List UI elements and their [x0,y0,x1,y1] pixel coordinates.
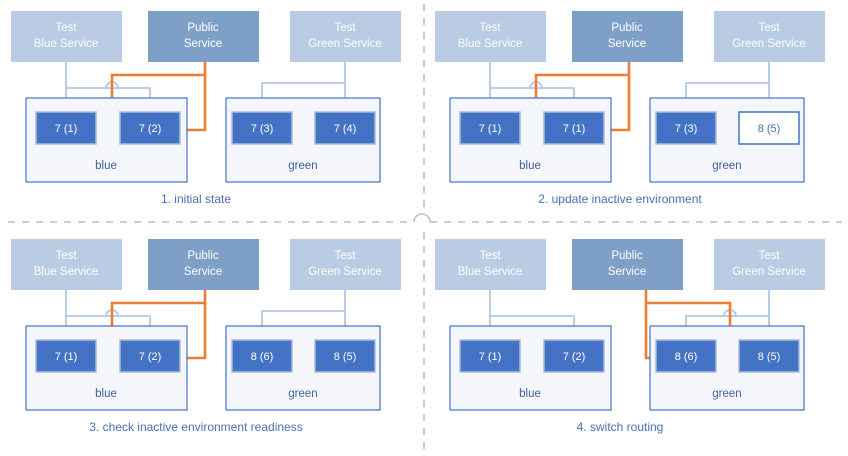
service-label-line2: Service [184,38,222,50]
panel-caption: 2. update inactive environment [538,192,702,206]
panel-divider-horizontal [8,213,842,223]
instance-blue-0: 7 (1) [459,339,521,373]
environment-label-green: green [288,160,317,172]
instance-blue-0: 7 (1) [35,339,97,373]
service-public[interactable]: Public Service [572,11,683,62]
service-public[interactable]: Public Service [148,239,259,290]
service-test-green[interactable]: Test Green Service [714,239,825,290]
panel-4: blue 7 (1) 7 (2) green 8 (6) 8 (5) [435,239,825,434]
service-label-line2: Blue Service [458,266,523,278]
instance-green-0: 7 (3) [655,111,717,145]
panel-1: blue 7 (1) 7 (2) green 7 (3) 7 (4) [11,11,401,206]
service-label-line1: Test [758,22,780,34]
instance-label: 7 (1) [55,123,78,135]
service-test-green[interactable]: Test Green Service [290,11,401,62]
environment-label-blue: blue [95,388,117,400]
service-label-line1: Test [334,22,356,34]
service-label-line2: Green Service [308,38,382,50]
instance-label: 7 (2) [139,351,162,363]
service-label-line1: Test [758,250,780,262]
instance-blue-1: 7 (1) [543,111,605,145]
service-public[interactable]: Public Service [572,239,683,290]
service-label-line1: Public [611,22,643,34]
service-label-line1: Test [479,250,501,262]
panel-caption: 3. check inactive environment readiness [89,420,302,434]
service-label-line2: Service [184,266,222,278]
instance-label: 7 (3) [675,123,698,135]
service-label-line1: Public [611,250,643,262]
instance-label: 7 (4) [334,123,357,135]
instance-green-0: 8 (6) [231,339,293,373]
service-label-line1: Test [55,22,77,34]
environment-label-blue: blue [519,160,541,172]
panel-3: blue 7 (1) 7 (2) green 8 (6) 8 (5) [11,239,401,434]
instance-green-1: 7 (4) [314,111,376,145]
instance-blue-1: 7 (2) [543,339,605,373]
instance-label: 7 (1) [479,123,502,135]
instance-green-1: 8 (5) [738,111,800,145]
service-label-line2: Blue Service [34,266,99,278]
environment-label-green: green [712,160,741,172]
service-label-line2: Green Service [732,266,806,278]
service-label-line2: Service [608,266,646,278]
instance-label: 7 (1) [479,351,502,363]
instance-label: 7 (2) [139,123,162,135]
instance-label: 8 (5) [758,351,781,363]
instance-blue-1: 7 (2) [119,111,181,145]
environment-label-blue: blue [519,388,541,400]
instance-label: 7 (3) [251,123,274,135]
service-test-green[interactable]: Test Green Service [714,11,825,62]
environment-label-green: green [712,388,741,400]
environment-label-green: green [288,388,317,400]
instance-blue-1: 7 (2) [119,339,181,373]
service-test-blue[interactable]: Test Blue Service [435,11,546,62]
instance-green-0: 8 (6) [655,339,717,373]
service-label-line2: Blue Service [34,38,99,50]
service-label-line2: Service [608,38,646,50]
service-test-green[interactable]: Test Green Service [290,239,401,290]
instance-label: 8 (6) [251,351,274,363]
service-public[interactable]: Public Service [148,11,259,62]
service-label-line1: Test [55,250,77,262]
instance-label: 8 (5) [758,123,781,135]
instance-green-0: 7 (3) [231,111,293,145]
panel-2: blue 7 (1) 7 (1) green 7 (3) 8 (5) [435,11,825,206]
instance-label: 8 (5) [334,351,357,363]
panel-caption: 4. switch routing [577,420,664,434]
service-test-blue[interactable]: Test Blue Service [11,11,122,62]
service-label-line2: Blue Service [458,38,523,50]
environment-label-blue: blue [95,160,117,172]
instance-label: 7 (1) [55,351,78,363]
instance-green-1: 8 (5) [738,339,800,373]
service-test-blue[interactable]: Test Blue Service [435,239,546,290]
service-label-line1: Public [187,22,219,34]
panel-caption: 1. initial state [161,192,231,206]
instance-label: 7 (1) [563,123,586,135]
instance-label: 7 (2) [563,351,586,363]
service-label-line1: Public [187,250,219,262]
service-label-line2: Green Service [732,38,806,50]
service-label-line1: Test [334,250,356,262]
instance-label: 8 (6) [675,351,698,363]
service-test-blue[interactable]: Test Blue Service [11,239,122,290]
instance-blue-0: 7 (1) [459,111,521,145]
instance-blue-0: 7 (1) [35,111,97,145]
service-label-line2: Green Service [308,266,382,278]
instance-green-1: 8 (5) [314,339,376,373]
service-label-line1: Test [479,22,501,34]
